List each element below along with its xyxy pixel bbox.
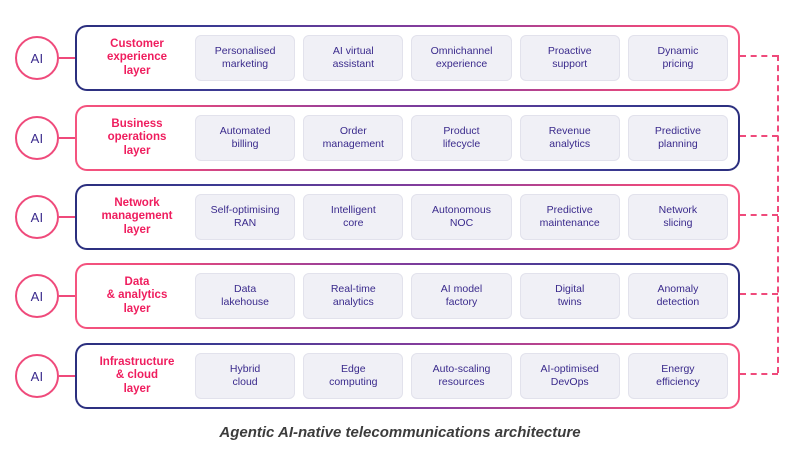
ai-agent-node-2[interactable]: AI	[15, 116, 59, 160]
ai-node-connector-line	[59, 137, 75, 139]
feedback-spine-stub-2	[740, 135, 778, 137]
ai-node-connector-line	[59, 295, 75, 297]
capability-cell-intelligent-core[interactable]: Intelligent core	[303, 194, 404, 240]
capability-cell-personalised-marketing[interactable]: Personalised marketing	[195, 35, 296, 81]
capability-cell-predictive-maintenance[interactable]: Predictive maintenance	[519, 194, 620, 240]
capability-cell-real-time-analytics[interactable]: Real-time analytics	[303, 273, 404, 319]
capability-cell-digital-twins[interactable]: Digital twins	[519, 273, 620, 319]
capability-cell-dynamic-pricing[interactable]: Dynamic pricing	[627, 35, 729, 81]
layer-row-customer-experience-layer: AI Customer experience layer Personalised …	[0, 22, 800, 94]
capability-cell-revenue-analytics[interactable]: Revenue analytics	[519, 115, 620, 161]
ai-agent-node-3[interactable]: AI	[15, 195, 59, 239]
ai-agent-node-label: AI	[30, 368, 44, 384]
capability-cell-edge-computing[interactable]: Edge computing	[303, 353, 404, 399]
layer-box-network-management-layer: Network management layer Self-optimising …	[75, 184, 740, 250]
feedback-spine-vertical-line	[777, 55, 779, 373]
layer-box-inner: Customer experience layer Personalised ma…	[77, 27, 738, 89]
layer-box-inner: Infrastructure & cloud layer Hybrid cloud…	[77, 345, 738, 407]
capability-cell-ai-optimised-devops[interactable]: AI-optimised DevOps	[519, 353, 620, 399]
ai-agent-node-1[interactable]: AI	[15, 36, 59, 80]
capability-cell-network-slicing[interactable]: Network slicing	[627, 194, 729, 240]
capability-cell-omnichannel-experience[interactable]: Omnichannel experience	[411, 35, 512, 81]
diagram-caption: Agentic AI-native telecommunications arc…	[219, 424, 581, 441]
feedback-spine-stub-4	[740, 293, 778, 295]
layer-box-inner: Network management layer Self-optimising …	[77, 186, 738, 248]
ai-agent-node-label: AI	[30, 130, 44, 146]
ai-agent-node-5[interactable]: AI	[15, 354, 59, 398]
ai-node-connector-line	[59, 57, 75, 59]
layer-box-customer-experience-layer: Customer experience layer Personalised ma…	[75, 25, 740, 91]
layer-title-data-analytics-layer: Data & analytics layer	[106, 275, 168, 315]
feedback-spine-stub-5	[740, 373, 778, 375]
capability-cell-autonomous-noc[interactable]: Autonomous NOC	[411, 194, 512, 240]
capability-cell-ai-virtual-assistant[interactable]: AI virtual assistant	[303, 35, 404, 81]
capability-cell-ai-model-factory[interactable]: AI model factory	[411, 273, 512, 319]
ai-agent-node-4[interactable]: AI	[15, 274, 59, 318]
ai-agent-node-label: AI	[30, 50, 44, 66]
ai-node-connector-line	[59, 375, 75, 377]
layer-row-business-operations-layer: AI Business operations layer Automated bil…	[0, 102, 800, 174]
layer-row-infrastructure-cloud-layer: AI Infrastructure & cloud layer Hybrid clo…	[0, 340, 800, 412]
layer-box-business-operations-layer: Business operations layer Automated billi…	[75, 105, 740, 171]
capability-cell-auto-scaling-resources[interactable]: Auto-scaling resources	[411, 353, 512, 399]
ai-agent-node-label: AI	[30, 209, 44, 225]
layer-title-customer-experience-layer: Customer experience layer	[106, 37, 168, 77]
layer-title-infrastructure-cloud-layer: Infrastructure & cloud layer	[99, 355, 175, 395]
ai-node-connector-line	[59, 216, 75, 218]
capability-cell-automated-billing[interactable]: Automated billing	[195, 115, 296, 161]
ai-agent-node-label: AI	[30, 288, 44, 304]
layer-box-inner: Business operations layer Automated billi…	[77, 107, 738, 169]
capability-cell-data-lakehouse[interactable]: Data lakehouse	[195, 273, 296, 319]
layer-title-business-operations-layer: Business operations layer	[107, 117, 167, 157]
capability-cell-energy-efficiency[interactable]: Energy efficiency	[627, 353, 729, 399]
feedback-spine-stub-3	[740, 214, 778, 216]
capability-cell-hybrid-cloud[interactable]: Hybrid cloud	[195, 353, 296, 399]
capability-cell-anomaly-detection[interactable]: Anomaly detection	[627, 273, 729, 319]
layer-row-network-management-layer: AI Network management layer Self-optimisin…	[0, 181, 800, 253]
capability-cell-proactive-support[interactable]: Proactive support	[519, 35, 620, 81]
layer-title-network-management-layer: Network management layer	[101, 196, 173, 236]
capability-cell-self-optimising-ran[interactable]: Self-optimising RAN	[195, 194, 296, 240]
layer-box-infrastructure-cloud-layer: Infrastructure & cloud layer Hybrid cloud…	[75, 343, 740, 409]
capability-cell-product-lifecycle[interactable]: Product lifecycle	[411, 115, 512, 161]
capability-cell-predictive-planning[interactable]: Predictive planning	[627, 115, 729, 161]
capability-cell-order-management[interactable]: Order management	[303, 115, 404, 161]
feedback-spine-stub-1	[740, 55, 778, 57]
